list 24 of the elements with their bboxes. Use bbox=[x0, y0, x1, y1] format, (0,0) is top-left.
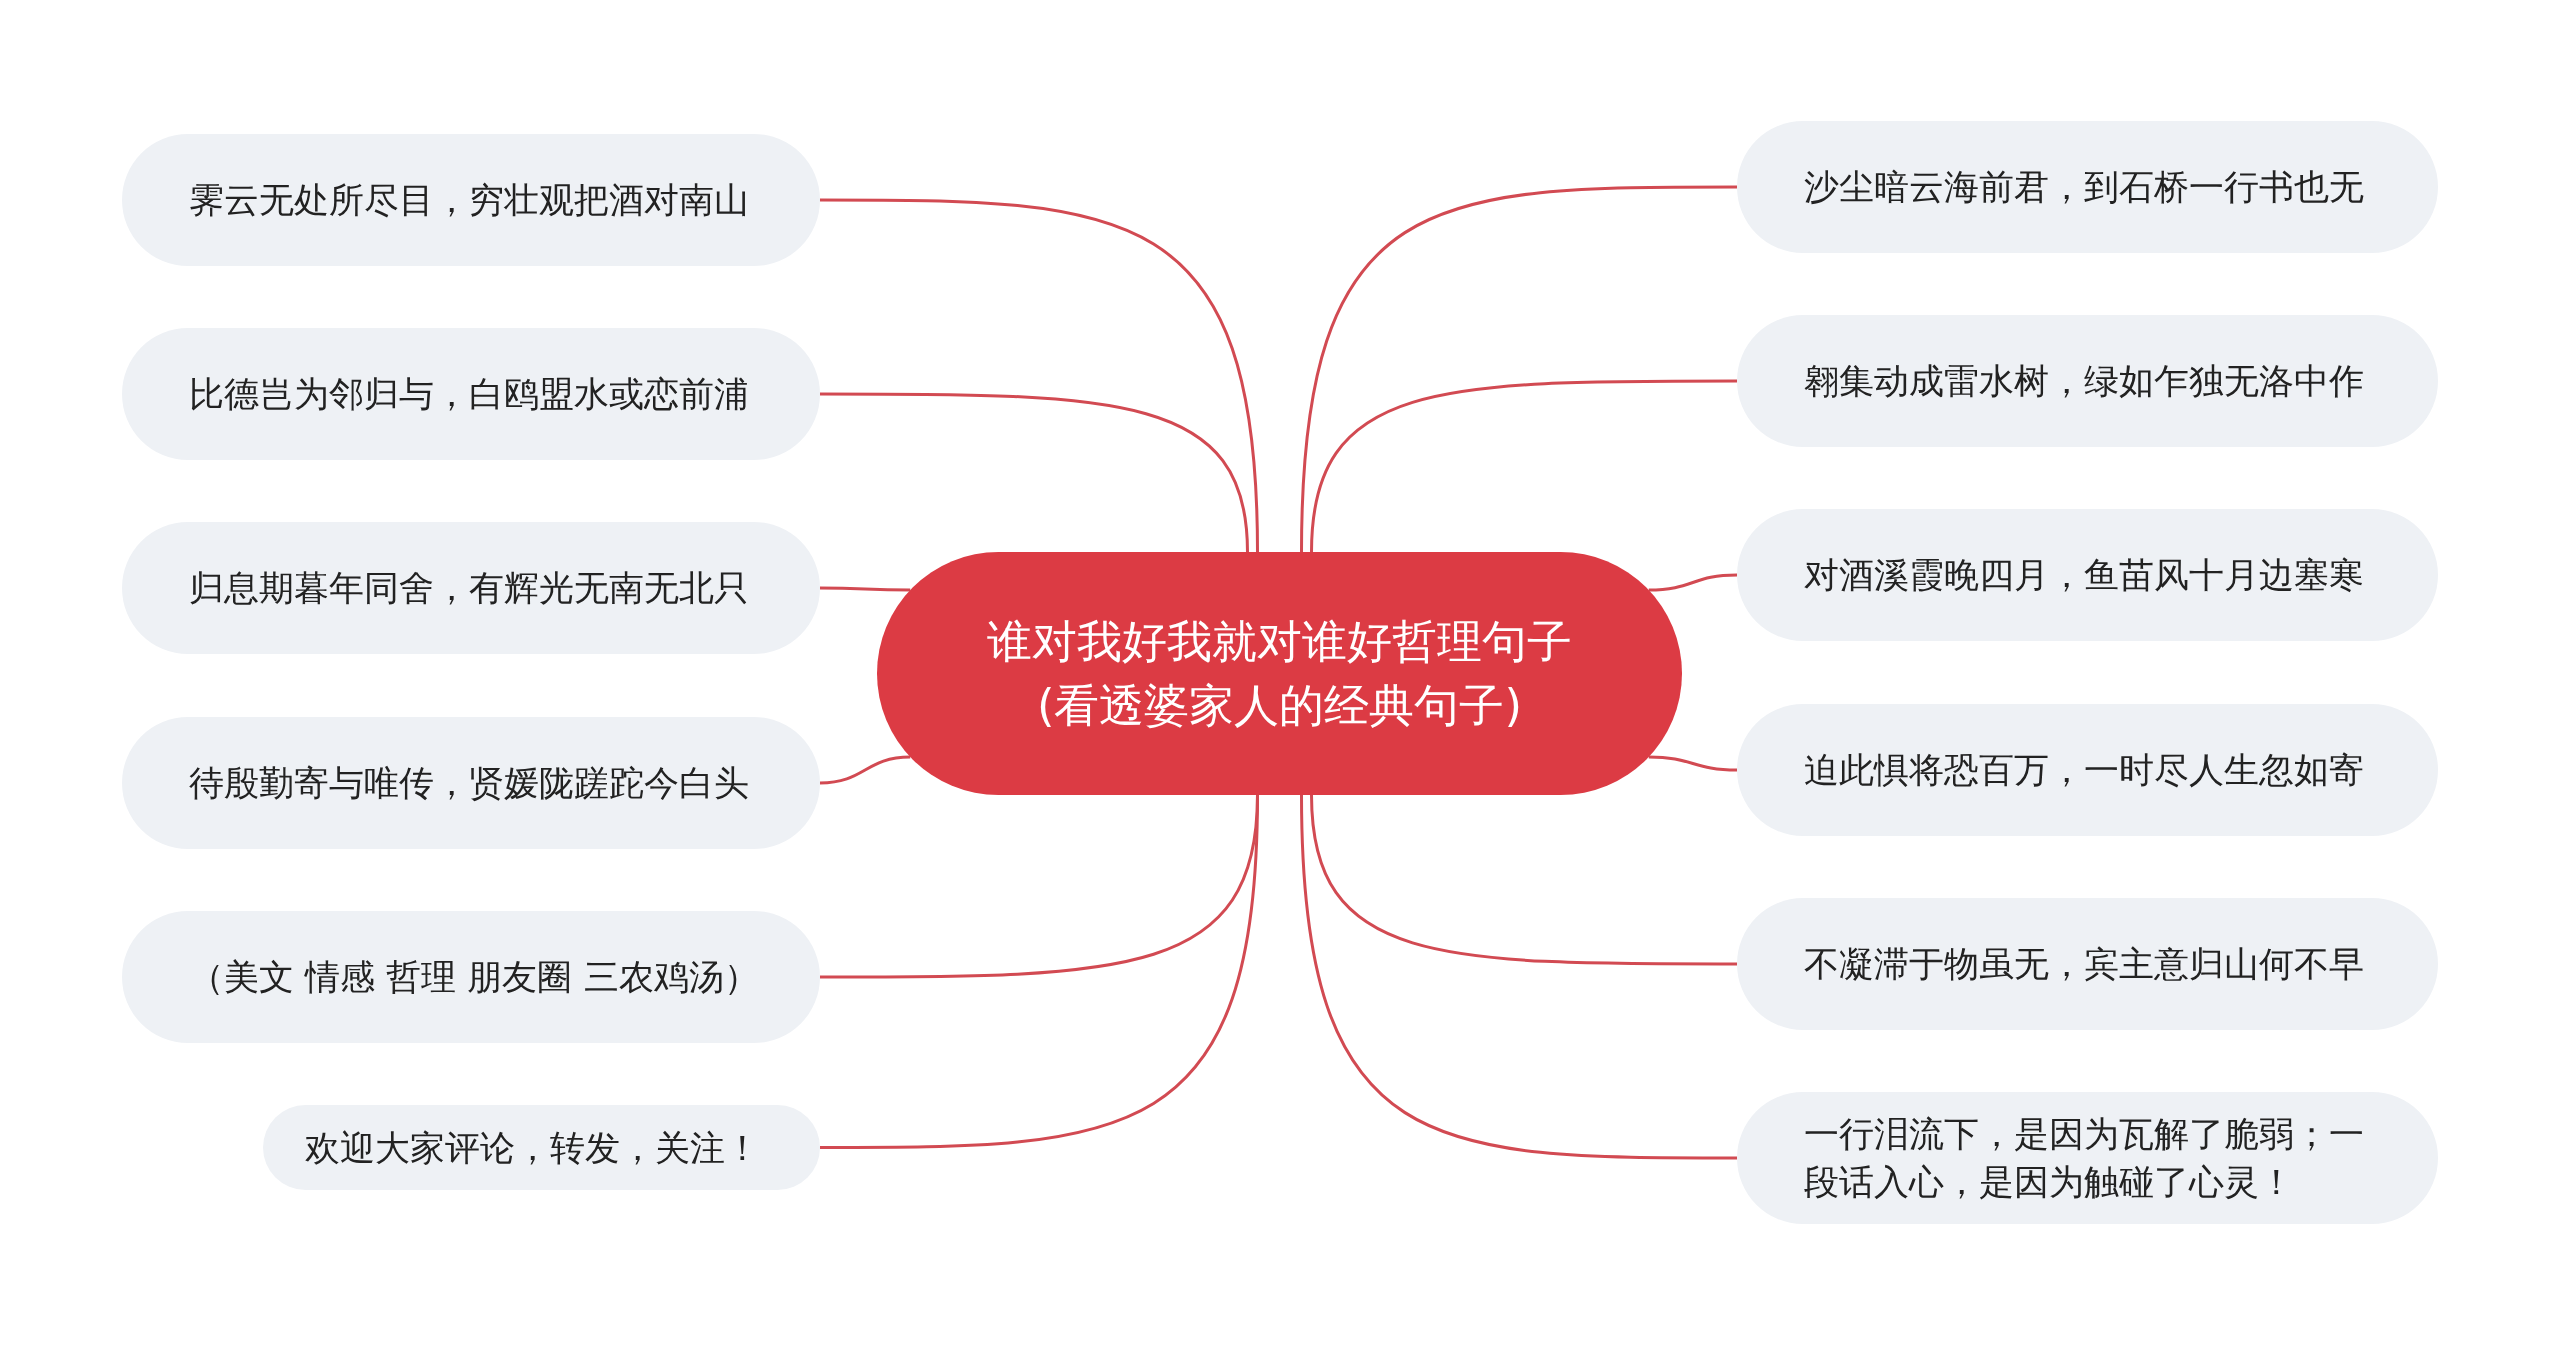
connector-line bbox=[820, 586, 911, 592]
topic-text: 归息期暮年同舍，有辉光无南无北只 bbox=[189, 567, 749, 610]
topic-text: （美文 情感 哲理 朋友圈 三农鸡汤） bbox=[189, 956, 759, 999]
connector-line bbox=[1648, 573, 1738, 592]
topic-text: 比德岂为邻归与，白鸥盟水或恋前浦 bbox=[189, 373, 749, 416]
topic-text: 迫此惧将恐百万，一时尽人生忽如寄 bbox=[1804, 749, 2364, 792]
connector-line bbox=[819, 755, 911, 785]
topic-text: 欢迎大家评论，转发，关注！ bbox=[305, 1126, 760, 1170]
topic-text: 对酒溪霞晚四月，鱼苗风十月边塞寒 bbox=[1804, 554, 2364, 597]
topic-text: 一行泪流下，是因为瓦解了脆弱；一段话入心，是因为触碰了心灵！ bbox=[1804, 1113, 2365, 1204]
connector-line bbox=[820, 392, 1249, 553]
topic-text: 不凝滞于物虽无，宾主意归山何不早 bbox=[1804, 943, 2364, 986]
title-text: 谁对我好我就对谁好哲理句子(看透婆家人的经典句子) bbox=[987, 613, 1572, 734]
connector-line bbox=[1300, 794, 1737, 1160]
connector-line bbox=[1310, 379, 1737, 553]
topic-text: 翱集动成雷水树，绿如乍独无洛中作 bbox=[1804, 360, 2364, 403]
topic-text: 沙尘暗云海前君，到石桥一行书也无 bbox=[1804, 166, 2364, 209]
connector-line bbox=[1300, 185, 1737, 553]
connector-line bbox=[1648, 755, 1738, 772]
connector-line bbox=[820, 198, 1259, 553]
topic-text: 待殷勤寄与唯传，贤媛陇蹉跎今白头 bbox=[189, 762, 749, 805]
connector-line bbox=[820, 794, 1259, 1149]
connector-line bbox=[1310, 794, 1737, 966]
topic-text: 霁云无处所尽目，穷壮观把酒对南山 bbox=[189, 179, 749, 222]
